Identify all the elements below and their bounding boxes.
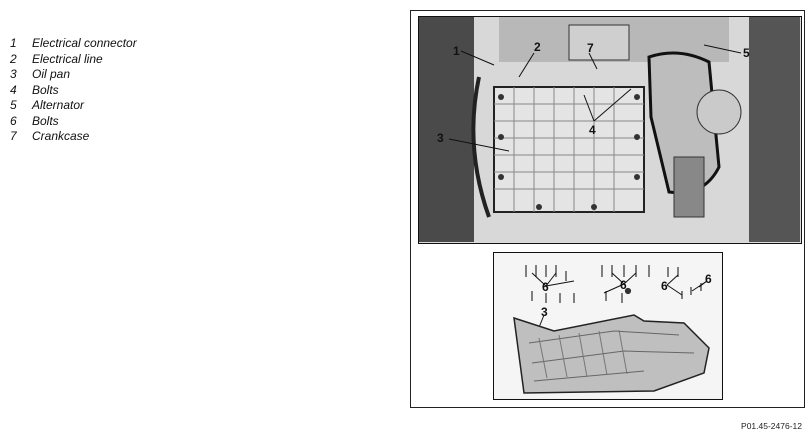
legend-item: 4 Bolts <box>10 83 137 99</box>
legend-list: 1 Electrical connector 2 Electrical line 3… <box>10 36 137 145</box>
legend-item: 5 Alternator <box>10 98 137 114</box>
legend-number: 5 <box>10 98 17 112</box>
callout-6: 6 <box>620 278 627 292</box>
legend-number: 3 <box>10 67 17 81</box>
legend-label: Bolts <box>32 82 59 97</box>
legend-label: Alternator <box>32 98 85 112</box>
oil-pan-graphic <box>513 314 710 394</box>
figure-id: P01.45-2476-12 <box>741 421 802 431</box>
callout-1: 1 <box>453 44 460 58</box>
oil-pan-inset: 6 6 6 6 3 <box>493 252 723 400</box>
callout-5: 5 <box>743 46 750 60</box>
legend-number: 1 <box>10 36 17 50</box>
legend-item: 2 Electrical line <box>10 52 137 68</box>
legend-label: Oil pan <box>32 67 71 81</box>
legend-number: 2 <box>10 51 17 66</box>
legend-number: 6 <box>10 113 17 128</box>
callout-4: 4 <box>589 123 596 137</box>
oil-pan-inset-drawing: 6 6 6 6 3 <box>494 253 721 398</box>
callout-6: 6 <box>661 279 668 293</box>
legend-label: Electrical line <box>32 51 103 66</box>
legend-number: 4 <box>10 82 17 97</box>
legend-label: Bolts <box>32 113 59 128</box>
engine-drawing: 1 2 7 5 3 4 <box>419 17 800 242</box>
legend-item: 3 Oil pan <box>10 67 137 83</box>
oil-pan-graphic <box>493 86 645 213</box>
legend-item: 6 Bolts <box>10 114 137 130</box>
legend-item: 1 Electrical connector <box>10 36 137 52</box>
callout-6: 6 <box>542 280 549 294</box>
callout-2: 2 <box>534 40 541 54</box>
callout-6: 6 <box>705 272 712 286</box>
engine-photo: 1 2 7 5 3 4 <box>418 16 802 244</box>
legend-label: Crankcase <box>32 129 90 143</box>
figure-frame <box>410 10 805 408</box>
legend-item: 7 Crankcase <box>10 129 137 145</box>
callout-7: 7 <box>587 41 594 55</box>
callout-3: 3 <box>437 131 444 145</box>
callout-3: 3 <box>541 305 548 319</box>
legend-label: Electrical connector <box>32 36 137 50</box>
legend-number: 7 <box>10 129 17 143</box>
